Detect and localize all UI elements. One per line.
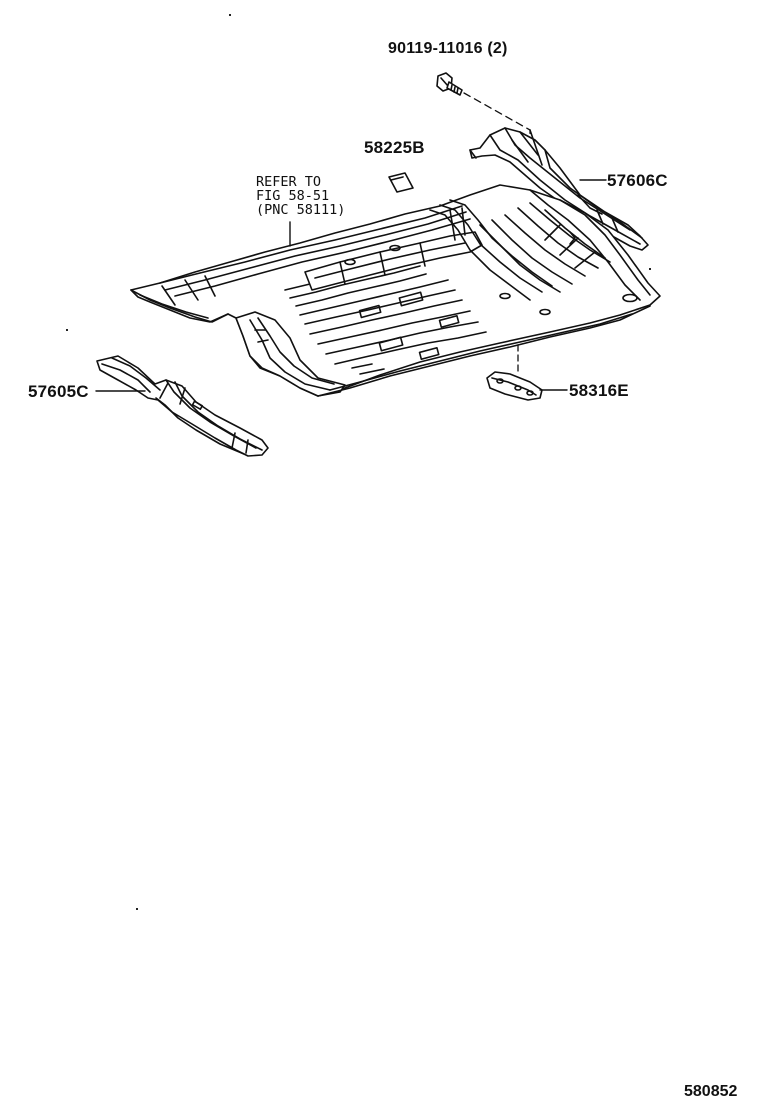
scan-speck <box>649 268 651 270</box>
scan-speck <box>66 329 68 331</box>
bolt-part-number: 90119-11016 <box>388 40 483 57</box>
refer-note-line-1: REFER TO <box>256 174 322 190</box>
refer-note: REFER TO FIG 58-51 (PNC 58111) <box>256 175 345 217</box>
refer-note-line-3: (PNC 58111) <box>256 202 346 218</box>
member-front-part <box>96 355 269 457</box>
member-rear-part <box>469 127 649 251</box>
label-bolt: 90119-11016 (2) <box>388 41 508 57</box>
figure-code: 580852 <box>684 1083 738 1100</box>
label-57606c: 57606C <box>607 171 668 190</box>
plate-part <box>486 371 543 401</box>
label-57605c: 57605C <box>28 382 89 401</box>
bolt-quantity: (2) <box>487 40 508 57</box>
label-58225b: 58225B <box>364 138 425 157</box>
patch-part <box>388 172 414 193</box>
scan-speck <box>229 14 231 16</box>
scan-speck <box>136 908 138 910</box>
floor-pan-part <box>130 184 661 397</box>
bolt-part <box>436 72 463 96</box>
label-58316e: 58316E <box>569 381 629 400</box>
refer-note-line-2: FIG 58-51 <box>256 188 330 204</box>
